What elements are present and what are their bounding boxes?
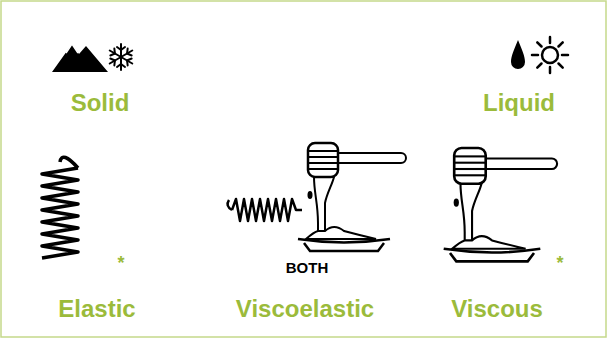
honey-dipper-icon <box>444 148 557 261</box>
drop-icon <box>511 40 525 69</box>
footnote-mark: * <box>117 254 124 274</box>
snowflake-icon <box>108 44 135 70</box>
footnote-mark: * <box>556 254 563 274</box>
behaviour-label: Elastic <box>58 296 135 322</box>
sun-icon <box>532 37 568 73</box>
state-label: Solid <box>71 90 130 116</box>
behaviour-label: Viscous <box>451 296 543 322</box>
state-label: Liquid <box>483 90 555 116</box>
honey-dipper-icon <box>298 143 406 251</box>
mountain-icon <box>52 44 108 72</box>
note-label: BOTH <box>286 260 329 277</box>
spring-icon <box>228 199 302 221</box>
behaviour-label: Viscoelastic <box>236 296 374 322</box>
spring-icon <box>42 157 78 258</box>
